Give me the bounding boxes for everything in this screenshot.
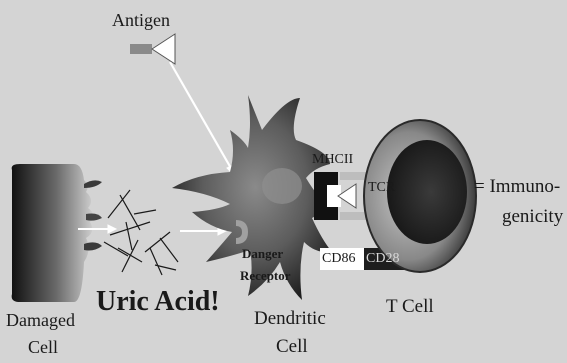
damaged-cell: [12, 164, 102, 302]
danger-receptor-label-line2: Receptor: [240, 268, 291, 284]
mhcii-label: MHCII: [312, 152, 353, 168]
tcr-label: TCR: [368, 180, 395, 196]
immunogenicity-label-line2: genicity: [502, 206, 563, 228]
damaged-cell-label-line2: Cell: [28, 337, 58, 358]
antigen-icon: [130, 34, 175, 64]
uric-acid-crystals: [104, 190, 178, 275]
antigen-label: Antigen: [112, 10, 170, 31]
dendritic-cell-label-line2: Cell: [276, 336, 308, 358]
dendritic-cell-label-line1: Dendritic: [254, 308, 326, 330]
t-cell-label: T Cell: [386, 296, 434, 318]
t-cell: [364, 120, 476, 272]
arrows: [78, 62, 235, 235]
immunogenicity-label-line1: = Immuno-: [474, 176, 560, 198]
danger-receptor-label-line1: Danger: [242, 246, 283, 262]
dc-nucleus: [262, 168, 302, 204]
uric-acid-label: Uric Acid!: [96, 286, 220, 318]
cd86-label: CD86: [322, 251, 355, 267]
damaged-cell-label-line1: Damaged: [6, 310, 75, 331]
cd28-label: CD28: [366, 251, 399, 267]
antigen-to-dc-arrow: [170, 62, 232, 170]
t-cell-nucleus: [387, 140, 467, 244]
